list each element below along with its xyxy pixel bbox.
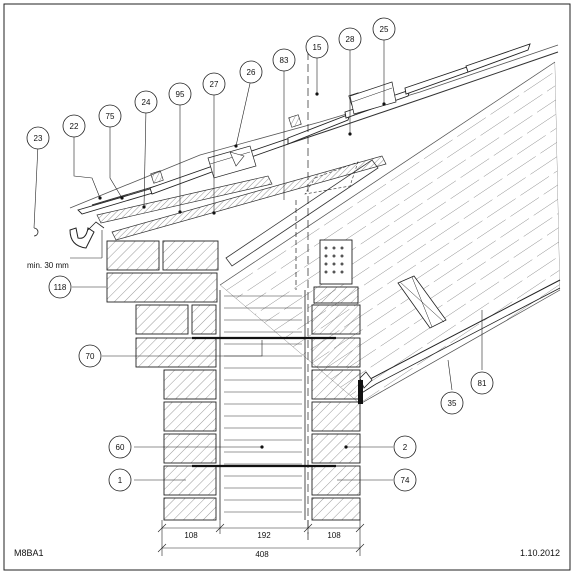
- battens: [151, 93, 362, 184]
- callout-label-60: 60: [116, 443, 125, 452]
- dim-outer-leaf: 108: [184, 531, 198, 540]
- callout-label-95: 95: [176, 90, 185, 99]
- dim-insulation: 192: [257, 531, 271, 540]
- callout-label-118: 118: [54, 283, 67, 292]
- callout-label-70: 70: [86, 352, 95, 361]
- callout-label-22: 22: [70, 122, 79, 131]
- callout-label-1: 1: [118, 476, 123, 485]
- callout-label-74: 74: [401, 476, 410, 485]
- callout-label-83: 83: [280, 56, 289, 65]
- dim-inner-leaf: 108: [327, 531, 341, 540]
- sheet-code: M8BA1: [14, 548, 44, 558]
- truss-connector: [320, 240, 352, 284]
- callout-label-28: 28: [346, 35, 355, 44]
- callout-label-15: 15: [313, 43, 322, 52]
- callout-label-26: 26: [247, 68, 256, 77]
- callout-label-24: 24: [142, 98, 151, 107]
- wall-plate: [314, 287, 358, 303]
- callout-label-23: 23: [34, 134, 43, 143]
- callout-label-75: 75: [106, 112, 115, 121]
- dim-total: 408: [255, 550, 269, 559]
- clearance-note: min. 30 mm: [27, 261, 69, 270]
- callout-label-27: 27: [210, 80, 219, 89]
- callout-label-25: 25: [380, 25, 389, 34]
- wall-top-bricks: [107, 241, 218, 302]
- drawing-date: 1.10.2012: [520, 548, 560, 558]
- callout-label-2: 2: [403, 443, 408, 452]
- callout-label-81: 81: [478, 379, 487, 388]
- callout-label-35: 35: [448, 399, 457, 408]
- ceiling-bead: [358, 380, 363, 404]
- gutter: [70, 228, 94, 248]
